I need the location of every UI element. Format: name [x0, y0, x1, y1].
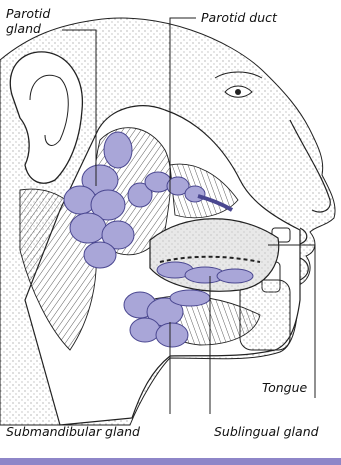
jaw-bone — [240, 280, 290, 350]
bottom-rule — [0, 458, 341, 465]
parotid-gland-label: Parotid gland — [6, 6, 50, 36]
tongue-label: Tongue — [262, 380, 307, 395]
parotid-gland-label-line1: Parotid — [6, 6, 50, 21]
pupil — [235, 89, 241, 95]
sublingual-gland-label: Sublingual gland — [214, 424, 319, 439]
parotid-duct-label: Parotid duct — [201, 10, 277, 25]
submandibular-gland-label: Submandibular gland — [6, 424, 140, 439]
parotid-gland-label-line2: gland — [6, 21, 41, 36]
